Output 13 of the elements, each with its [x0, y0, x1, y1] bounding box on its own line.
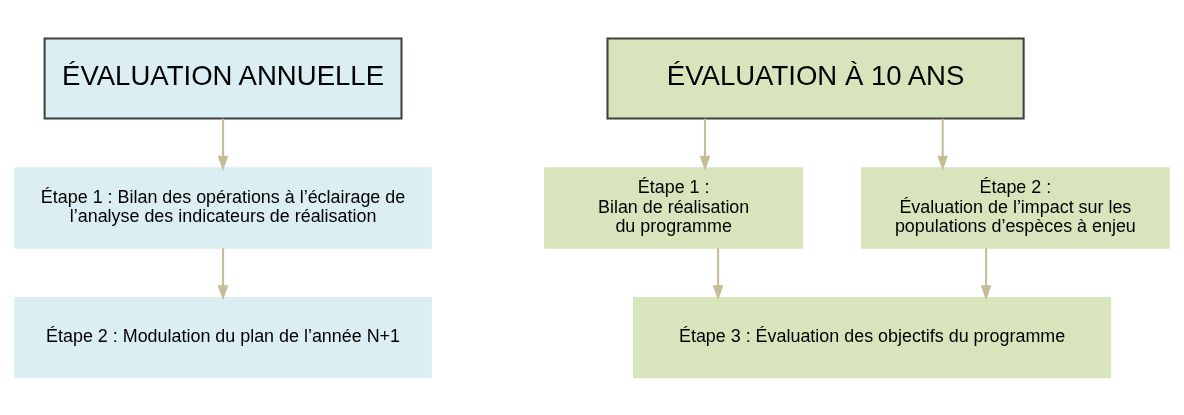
node-box: ÉVALUATION À 10 ANS — [606, 36, 1025, 119]
node-box: Étape 1 : Bilan de réalisation du programme — [544, 166, 804, 249]
node-box: Étape 2 : Modulation du plan de l’année N+1 — [14, 296, 432, 378]
node-box: ÉVALUATION ANNUELLE — [43, 36, 403, 119]
arrow — [699, 118, 711, 171]
node-box: Étape 3 : Évaluation des objectifs du programme — [633, 296, 1112, 378]
node-box: Étape 1 : Bilan des opérations à l’éclairage de l’analyse des indicateurs de réalisation — [14, 166, 432, 249]
arrow — [217, 247, 229, 300]
arrow — [217, 118, 229, 171]
arrow — [980, 247, 992, 300]
arrow — [937, 118, 948, 171]
node-box: Étape 2 : Évaluation de l’impact sur les populations d’espèces à enjeu — [861, 166, 1170, 249]
arrow — [712, 247, 724, 300]
